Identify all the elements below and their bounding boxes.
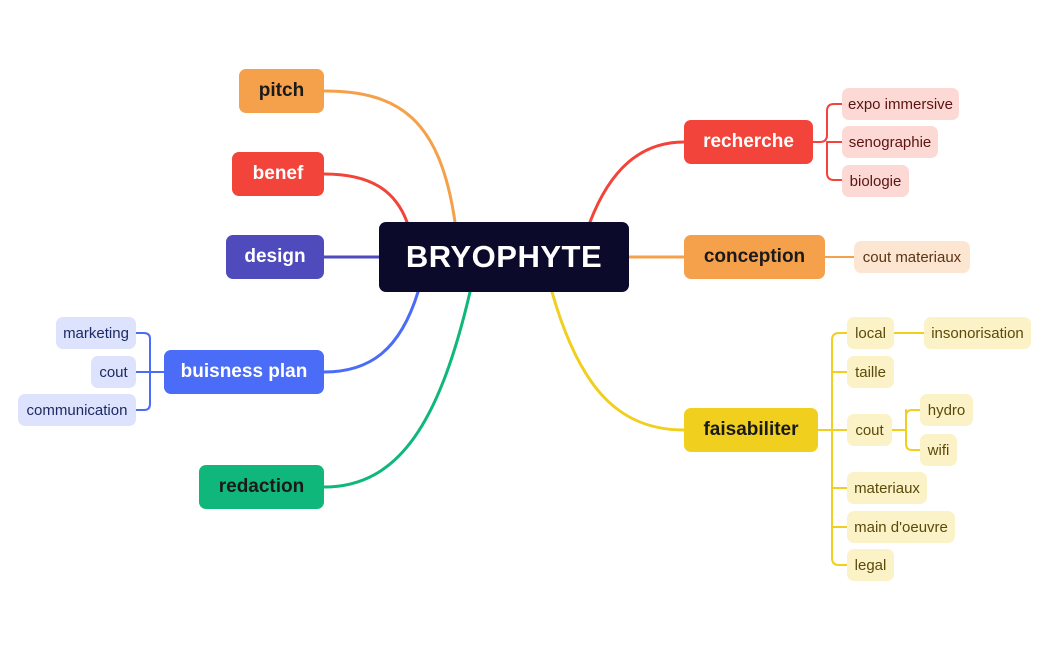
subtopic-communication[interactable]: communication [18,394,136,426]
subtopic-cout-business[interactable]: cout [91,356,136,388]
topic-design[interactable]: design [226,235,324,279]
topic-conception[interactable]: conception [684,235,825,279]
subtopic-expo-immersive[interactable]: expo immersive [842,88,959,120]
edge-redaction [322,290,472,489]
subtopic-senographie[interactable]: senographie [842,126,938,158]
topic-recherche[interactable]: recherche [684,120,813,164]
topic-faisabiliter[interactable]: faisabiliter [684,408,818,452]
central-topic[interactable]: BRYOPHYTE [379,222,629,292]
edge-business-plan [322,290,420,374]
subtopic-materiaux[interactable]: materiaux [847,472,927,504]
topic-redaction[interactable]: redaction [199,465,324,509]
subtopic-local[interactable]: local [847,317,894,349]
subtopic-biologie[interactable]: biologie [842,165,909,197]
subtopic-wifi[interactable]: wifi [920,434,957,466]
subtopic-cout-materiaux[interactable]: cout materiaux [854,241,970,273]
edge-faisabiliter [550,290,686,432]
topic-benef[interactable]: benef [232,152,324,196]
topic-business-plan[interactable]: buisness plan [164,350,324,394]
subtopic-marketing[interactable]: marketing [56,317,136,349]
subtopic-cout-faisabiliter[interactable]: cout [847,414,892,446]
edge-pitch [322,89,457,224]
subtopic-insonorisation[interactable]: insonorisation [924,317,1031,349]
subtopic-taille[interactable]: taille [847,356,894,388]
edge-recherche [588,140,686,224]
edge-benef [322,172,409,224]
subtopic-legal[interactable]: legal [847,549,894,581]
subtopic-hydro[interactable]: hydro [920,394,973,426]
topic-pitch[interactable]: pitch [239,69,324,113]
subtopic-main-doeuvre[interactable]: main d'oeuvre [847,511,955,543]
